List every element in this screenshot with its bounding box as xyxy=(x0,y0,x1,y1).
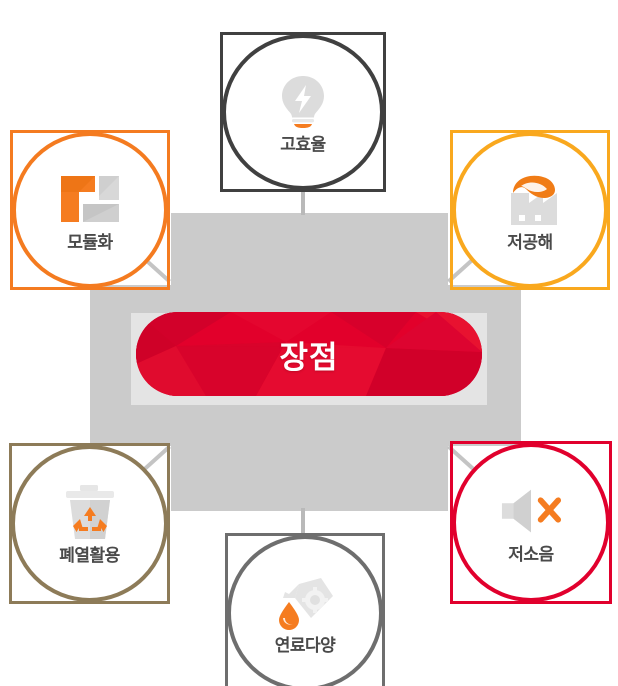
node-frame xyxy=(9,443,170,604)
modular-blocks-icon xyxy=(59,170,121,228)
node-modularization[interactable]: 모듈화 xyxy=(10,130,170,290)
node-label: 폐열활용 xyxy=(59,546,120,565)
low-poly-facets xyxy=(136,312,482,396)
node-frame xyxy=(450,130,610,290)
node-label: 모듈화 xyxy=(67,232,113,252)
node-circle xyxy=(452,132,608,288)
node-high-efficiency[interactable]: 고효율 xyxy=(220,32,386,192)
node-fuel-diversity[interactable]: 연료다양 xyxy=(225,533,385,686)
node-label: 저소음 xyxy=(508,545,554,564)
node-frame xyxy=(450,441,612,604)
node-label: 연료다양 xyxy=(274,635,336,655)
connector-top xyxy=(301,189,305,215)
node-frame xyxy=(220,32,386,192)
node-low-pollution[interactable]: 저공해 xyxy=(450,130,610,290)
node-frame xyxy=(225,533,385,686)
node-low-noise[interactable]: 저소음 xyxy=(450,441,612,604)
node-label: 저공해 xyxy=(507,232,553,252)
center-pill-label: 장점 xyxy=(279,339,339,375)
node-waste-heat-recovery[interactable]: 폐열활용 xyxy=(9,443,170,604)
connector-bottom xyxy=(301,508,305,535)
oil-can-icon xyxy=(274,573,336,631)
factory-leaf-icon xyxy=(499,170,561,228)
center-pill: 장점 xyxy=(136,312,482,396)
recycle-bin-icon xyxy=(59,483,121,541)
muted-speaker-icon xyxy=(500,482,562,540)
node-circle xyxy=(227,535,383,686)
node-label: 고효율 xyxy=(280,134,326,154)
node-frame xyxy=(10,130,170,290)
lightbulb-icon xyxy=(272,72,334,130)
